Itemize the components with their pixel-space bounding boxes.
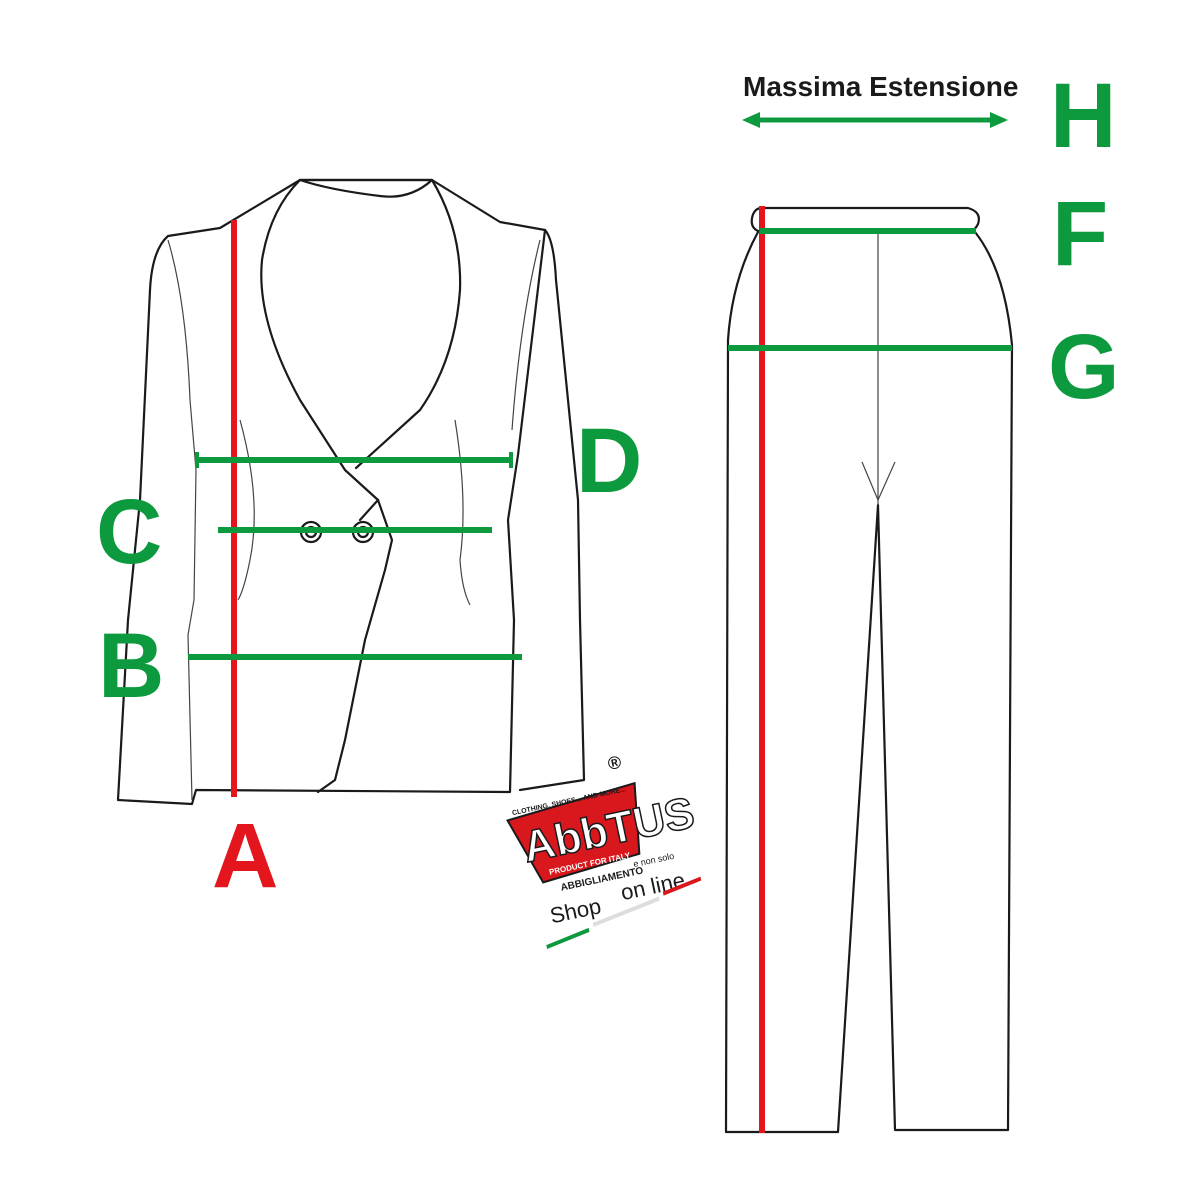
max-extension-arrow (742, 112, 1008, 128)
label-g: G (1048, 316, 1120, 418)
label-h: H (1050, 65, 1116, 167)
jacket-drawing (116, 178, 586, 806)
label-f: F (1052, 183, 1108, 285)
logo-registered: ® (606, 752, 623, 774)
label-d: D (576, 410, 642, 512)
abbtus-logo: AbbTUS CLOTHING, SHOES... AND MORE... PR… (506, 752, 702, 950)
max-extension-caption: Massima Estensione (743, 71, 1018, 102)
label-a: A (212, 805, 278, 907)
label-b: B (98, 615, 164, 717)
label-c: C (96, 481, 162, 583)
